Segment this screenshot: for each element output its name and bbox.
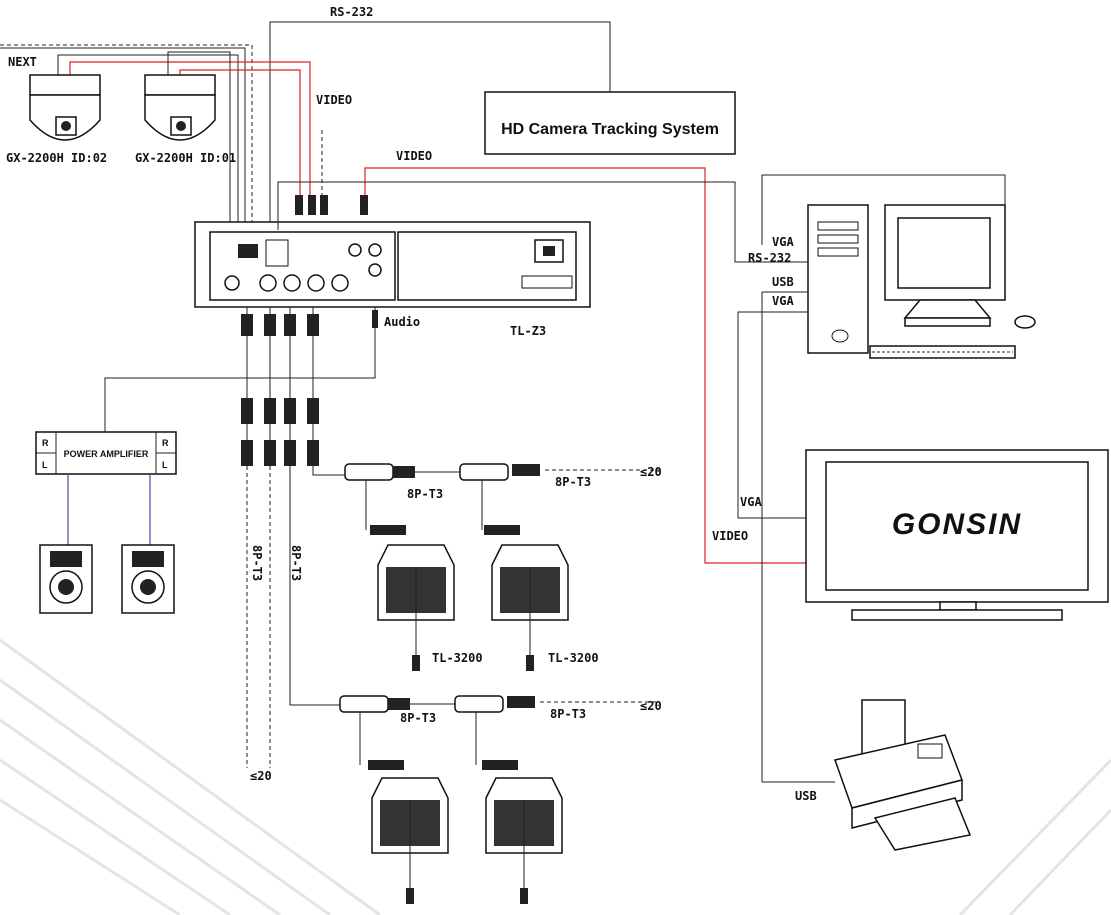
pc-vga-label: VGA: [772, 235, 794, 249]
host-unit-tl-z3: [194, 221, 591, 308]
pc-monitor: [884, 204, 1036, 329]
video-label-2: VIDEO: [396, 149, 432, 163]
amp-r-left: R: [42, 438, 49, 448]
mic-chain-2: [289, 466, 660, 770]
power-amplifier: [35, 431, 177, 475]
video-to-display-line: [364, 167, 806, 564]
next-label: NEXT: [8, 55, 37, 69]
delegate-unit-2: [491, 544, 569, 671]
host-label: TL-Z3: [510, 324, 546, 338]
mic-label-1: TL-3200: [432, 651, 483, 665]
amp-l-left: L: [42, 460, 48, 470]
rs232-top-label: RS-232: [330, 5, 373, 19]
camera-2-video-line: [69, 61, 311, 195]
max-units-label-2: ≤20: [640, 465, 662, 479]
keyboard: [869, 345, 1016, 359]
speaker-left: [39, 544, 93, 614]
next-link: NEXT: [0, 44, 253, 230]
max-units-label-3: ≤20: [640, 699, 662, 713]
audio-label: Audio: [384, 315, 420, 329]
max-units-label-1: ≤20: [250, 769, 272, 783]
printer-usb-label: USB: [795, 789, 817, 803]
speaker-right: [121, 544, 175, 614]
amp-r-right: R: [162, 438, 169, 448]
camera-1-video-line: [179, 69, 301, 195]
pc-usb-label: USB: [772, 275, 794, 289]
pc-rs232-label: RS-232: [748, 251, 791, 265]
cable-8p-label-3: 8P-T3: [400, 711, 436, 725]
cable-8p-label-4: 8P-T3: [550, 707, 586, 721]
camera-id-02: [29, 74, 101, 141]
rs232-link: RS-232: [269, 5, 611, 230]
delegate-unit-3: [371, 777, 449, 904]
video-label-1: VIDEO: [316, 93, 352, 107]
pc-tower: [807, 204, 869, 354]
delegate-unit-1: [377, 544, 455, 671]
mic-chain-1: [312, 463, 660, 535]
camera-1-label: GX-2200H ID:01: [135, 151, 236, 165]
decorative-stripes: [0, 638, 1111, 915]
display-vga-label: VGA: [740, 495, 762, 509]
amp-l-right: L: [162, 460, 168, 470]
printer: [834, 699, 972, 851]
power-amplifier-label: POWER AMPLIFIER: [64, 449, 149, 459]
audio-line: [104, 307, 376, 432]
camera-id-01: [144, 74, 216, 141]
camera-2-control-line: [57, 54, 239, 230]
tracking-system-label: HD Camera Tracking System: [501, 121, 719, 138]
display-video-label: VIDEO: [712, 529, 748, 543]
rs232-pc-line: [277, 181, 808, 263]
pc-vga-2-label: VGA: [772, 294, 794, 308]
rca-plugs: [295, 195, 368, 215]
camera-2-label: GX-2200H ID:02: [6, 151, 107, 165]
large-display: [805, 449, 1109, 621]
delegate-unit-4: [485, 777, 563, 904]
brand-logo: GONSIN: [892, 508, 1022, 541]
mic-label-2: TL-3200: [548, 651, 599, 665]
cable-8p-label-2: 8P-T3: [555, 475, 591, 489]
cable-8p-vertical-1: 8P-T3: [250, 545, 264, 581]
cable-8p-vertical-2: 8P-T3: [289, 545, 303, 581]
camera-1-control-line: [167, 51, 231, 230]
cable-8p-label-1: 8P-T3: [407, 487, 443, 501]
trunk-cables: [241, 307, 319, 466]
audio-plug: [372, 310, 378, 328]
pc-vga-display-line: [737, 311, 808, 519]
hd-camera-tracking-system: HD Camera Tracking System: [484, 91, 736, 155]
